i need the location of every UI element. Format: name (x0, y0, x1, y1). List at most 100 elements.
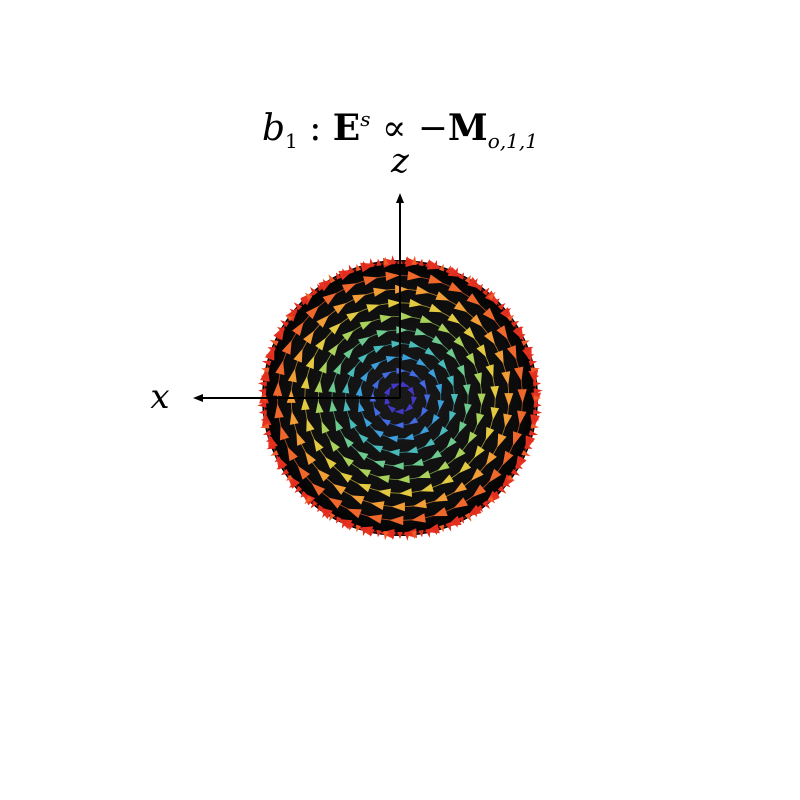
sphere-edge-spike (482, 287, 490, 296)
sphere-edge-spike (376, 529, 382, 538)
field-arrow (370, 501, 385, 511)
sphere-edge-spike (514, 462, 523, 469)
field-arrow (428, 274, 443, 284)
field-arrow (373, 429, 384, 438)
field-arrow (300, 291, 315, 306)
field-arrow (297, 466, 310, 480)
field-arrow (275, 360, 285, 376)
field-arrow (407, 386, 415, 396)
field-arrow (413, 499, 427, 509)
sphere-edge-spike (310, 286, 318, 296)
field-arrow (474, 445, 485, 459)
field-arrow (408, 417, 419, 425)
sphere-edge-spike (497, 303, 506, 311)
field-arrow (342, 330, 354, 342)
field-arrow (434, 492, 448, 502)
field-arrow (458, 421, 467, 433)
field-arrow (342, 456, 354, 467)
sphere-edge-spike (514, 326, 524, 334)
field-arrow (476, 344, 487, 358)
field-arrow (315, 400, 324, 414)
field-arrow (431, 335, 443, 345)
field-arrow (502, 450, 514, 466)
field-arrow (476, 413, 485, 426)
sphere-edge-spike (470, 508, 478, 518)
field-arrow (280, 425, 290, 441)
field-arrow (305, 451, 316, 465)
field-arrow (346, 311, 360, 322)
sphere-edge-spike (533, 388, 543, 394)
sphere-edge-spike (418, 529, 424, 538)
title-M-subscript: o,1,1 (488, 129, 538, 153)
field-arrow (435, 383, 442, 395)
sphere-edge-spike (534, 395, 541, 401)
field-arrow (409, 369, 419, 378)
sphere-edge-spike (274, 456, 282, 462)
field-arrow (437, 461, 450, 471)
sphere-edge-spike (329, 512, 336, 521)
sphere-edge-spike (383, 531, 389, 541)
field-arrow (424, 394, 431, 404)
field-arrow (377, 475, 390, 483)
sphere-edge-spike (276, 462, 286, 470)
sphere-edge-spike (533, 409, 543, 415)
field-arrow (372, 445, 384, 453)
field-arrow (437, 399, 445, 411)
field-arrow (305, 355, 315, 370)
sphere-edge-spike (464, 512, 472, 522)
sphere-edge-spike (270, 450, 279, 456)
field-arrow (453, 301, 468, 313)
field-arrow (289, 411, 299, 425)
field-arrow (390, 383, 401, 390)
field-arrow (381, 418, 391, 427)
sphere-edge-spike (476, 504, 483, 513)
field-arrow (370, 361, 381, 371)
field-arrow (517, 389, 527, 403)
title-M: M (448, 107, 488, 149)
field-arrow (433, 507, 448, 517)
sphere-edge-spike (258, 388, 267, 394)
sphere-edge-spike (280, 468, 290, 476)
field-arrow (440, 474, 454, 485)
field-arrow (358, 336, 370, 346)
field-arrow (373, 345, 385, 354)
sphere-edge-spike (464, 275, 471, 284)
field-arrow (286, 389, 296, 403)
field-arrow (387, 405, 396, 413)
sphere-edge-spike (261, 367, 270, 373)
sphere-edge-spike (317, 504, 324, 513)
field-arrow (366, 304, 380, 313)
field-arrow (395, 284, 409, 294)
sphere-edge-spike (425, 528, 431, 538)
title-E-superscript: s (360, 107, 370, 131)
x-axis-label: x (150, 377, 169, 417)
sphere-edge-spike (482, 500, 490, 510)
field-arrow (467, 431, 478, 444)
field-arrow (392, 462, 404, 470)
field-arrow (424, 438, 436, 448)
field-arrow (400, 312, 413, 321)
sphere-edge-spike (497, 485, 507, 494)
field-arrow (333, 303, 347, 314)
field-arrow (272, 382, 283, 397)
sphere-edge-spike (285, 315, 294, 322)
field-arrow (387, 435, 399, 443)
sphere-edge-spike (293, 302, 303, 311)
field-arrow (391, 502, 405, 512)
field-arrow (419, 425, 430, 435)
sphere-edge-spike (277, 327, 286, 334)
field-arrow (465, 352, 476, 366)
sphere-edge-spike (470, 278, 478, 288)
field-arrow (385, 356, 397, 363)
sphere-edge-spike (341, 519, 348, 529)
sphere-edge-spike (362, 526, 368, 537)
sphere-edge-spike (260, 374, 269, 380)
sphere-edge-spike (526, 354, 535, 360)
figure-title: b1 : Es ∝ −Mo,1,1 (262, 107, 538, 153)
sphere-edge-spike (452, 519, 458, 528)
sphere-edge-spike (506, 474, 515, 481)
sphere-edge-spike (492, 490, 500, 498)
sphere-edge-spike (510, 468, 520, 476)
sphere-edge-spike (492, 298, 500, 306)
